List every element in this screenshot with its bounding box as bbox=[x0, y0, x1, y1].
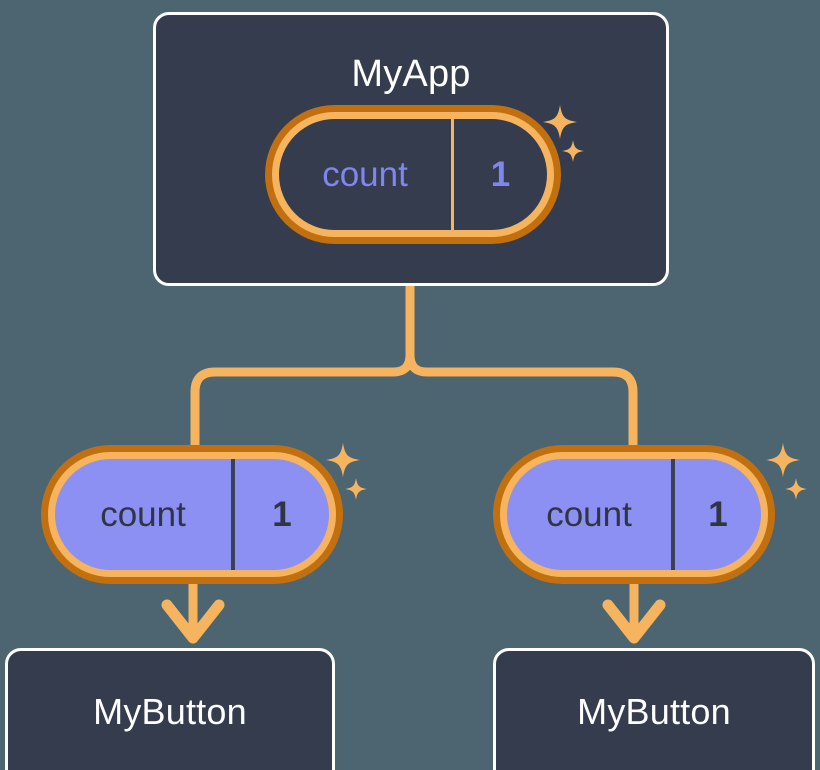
sparkle-small-icon bbox=[345, 478, 367, 500]
component-label-mybutton: MyButton bbox=[93, 691, 247, 732]
sparkle-icon bbox=[766, 443, 800, 477]
state-value-label: 1 bbox=[671, 459, 761, 570]
component-label-myapp: MyApp bbox=[351, 53, 471, 95]
component-card-mybutton-right[interactable]: MyButton bbox=[493, 648, 815, 770]
sparkle-icon bbox=[326, 443, 360, 477]
component-card-mybutton-left[interactable]: MyButton bbox=[5, 648, 335, 770]
state-key-label: count bbox=[546, 494, 632, 534]
sparkle-small-icon bbox=[785, 478, 807, 500]
arrow-down-icon bbox=[161, 578, 225, 644]
state-value-label: 1 bbox=[231, 459, 329, 570]
state-key-label: count bbox=[100, 494, 186, 534]
state-key-label: count bbox=[322, 154, 408, 194]
state-pill-branch-left[interactable]: count 1 bbox=[48, 452, 336, 577]
state-pill-branch-right[interactable]: count 1 bbox=[500, 452, 768, 577]
state-pill-root[interactable]: count 1 bbox=[272, 112, 554, 237]
component-label-mybutton: MyButton bbox=[577, 691, 731, 732]
arrow-down-icon bbox=[602, 578, 666, 644]
state-value-label: 1 bbox=[451, 119, 547, 230]
